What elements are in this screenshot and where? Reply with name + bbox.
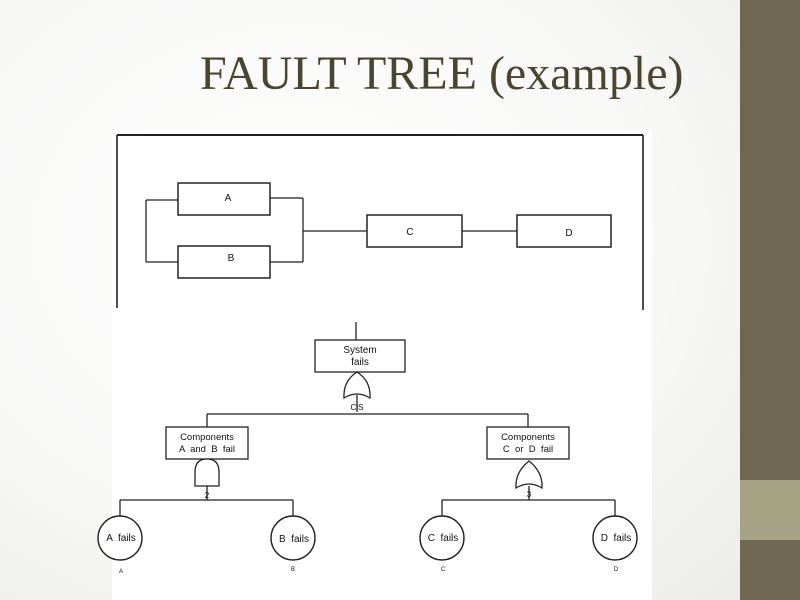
basic-event-a-label: A fails [106,533,135,544]
basic-event-d-label: D fails [601,533,632,544]
right-intermediate-event-box: Components C or D fail [486,426,570,460]
left-gate-label: 2 [205,491,210,500]
rbd-frame [116,134,644,310]
rbd-block-b-label: B [228,253,235,264]
top-event-line2: fails [351,357,369,368]
rbd-block-c: C [366,214,463,248]
rbd-block-a-label: A [225,193,232,204]
rbd-block-d: D [516,214,612,248]
rbd-block-c-label: C [406,227,413,238]
basic-event-b: B fails B [270,515,316,573]
lower-branch-lines [119,499,616,516]
right-or-gate [515,460,543,490]
basic-event-b-code: B [291,567,295,573]
basic-event-b-label: B fails [279,534,309,545]
rbd-block-b: B [177,245,271,279]
right-event-line2: C or D fail [503,444,553,455]
right-gate-label: 3 [527,490,532,499]
slide-title: FAULT TREE (example) [200,47,684,100]
top-event-line1: System [343,345,376,356]
left-intermediate-event-box: Components A and B fail [165,426,249,460]
left-event-line2: A and B fail [179,444,235,455]
top-branch-lines [206,413,529,427]
basic-event-a: A fails A [97,515,143,575]
right-event-line1: Components [501,432,555,443]
basic-event-c-code: C [441,567,446,573]
left-event-line1: Components [180,432,234,443]
rbd-block-a: A [177,182,271,216]
rbd-connections [145,197,517,263]
basic-event-c: C fails C [419,515,465,573]
left-and-gate [194,458,220,487]
rbd-block-d-label: D [565,228,572,239]
basic-event-d-code: D [614,567,619,573]
basic-event-d: D fails D [592,515,638,573]
basic-event-c-label: C fails [428,533,459,544]
sidebar-accent-block [740,480,800,540]
top-gate-label: ClS [351,403,364,412]
basic-event-a-code: A [119,569,123,575]
top-event-box: System fails [314,339,406,373]
top-or-gate [343,371,371,400]
fault-tree-figure: A B C D System fails ClS Components A an… [97,134,644,575]
